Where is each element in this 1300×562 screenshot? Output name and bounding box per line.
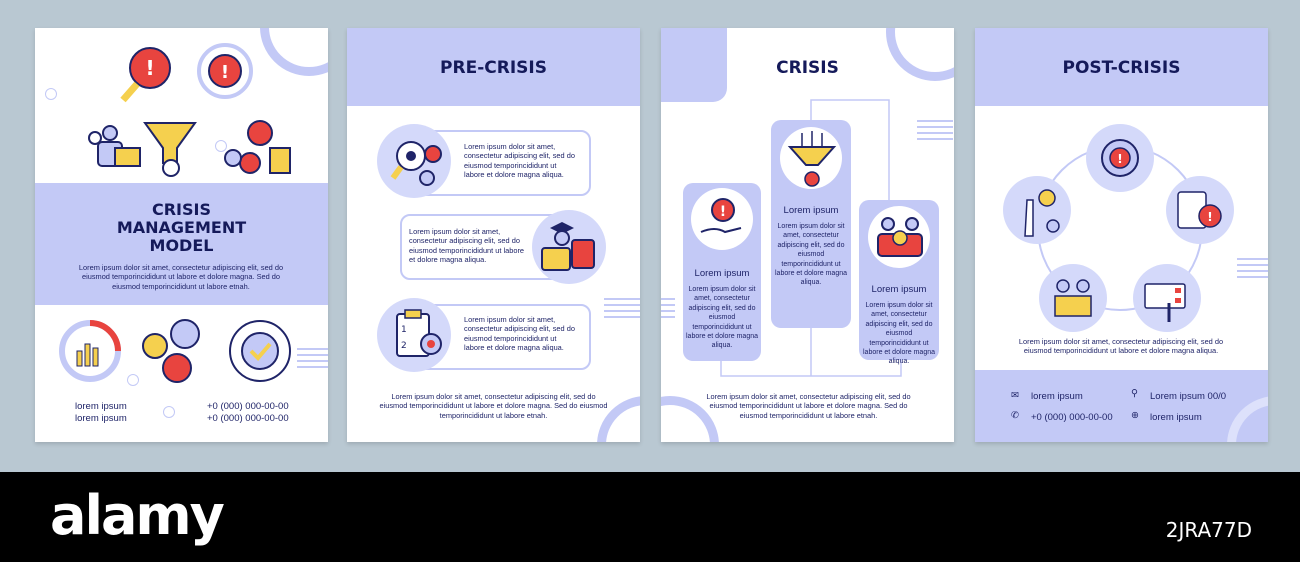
contact-web: lorem ipsum bbox=[1150, 412, 1202, 423]
decor-stripes bbox=[1237, 258, 1268, 280]
contact-phone-1: +0 (000) 000-00-00 bbox=[207, 401, 289, 412]
crisis-connector-lines bbox=[720, 99, 902, 377]
target-alert-icon: ! bbox=[197, 43, 253, 99]
gears-icon bbox=[224, 120, 291, 174]
decor-stripes bbox=[604, 298, 640, 320]
pre-crisis-title: PRE-CRISIS bbox=[440, 58, 547, 78]
eye-magnifier-icon bbox=[390, 141, 442, 186]
post-crisis-contact-band bbox=[975, 370, 1268, 442]
decor-dot bbox=[163, 406, 175, 418]
post-crisis-cycle: ! ! bbox=[1003, 124, 1234, 332]
watermark-brand: alamy bbox=[50, 484, 225, 547]
pre-crisis-page: PRE-CRISIS Lorem ipsum dolor sit amet, c… bbox=[347, 28, 640, 442]
crisis-icons-top: ! ! bbox=[88, 43, 291, 177]
cover-title-band bbox=[35, 183, 328, 305]
contact-email: lorem ipsum bbox=[1031, 391, 1083, 402]
clipboard-target-icon: 1 2 bbox=[396, 309, 442, 357]
checklist-alert-icon: ! bbox=[1166, 176, 1234, 244]
gears-check-icon bbox=[142, 319, 200, 383]
crisis-column-1-text: Lorem ipsum dolor sit amet, consectetur … bbox=[686, 286, 758, 350]
decor-stripes bbox=[661, 298, 675, 320]
svg-text:!: ! bbox=[145, 56, 154, 80]
pre-crisis-footer: Lorem ipsum dolor sit amet, consectetur … bbox=[379, 392, 608, 420]
contact-address: Lorem ipsum 00/0 bbox=[1150, 391, 1227, 402]
watermark-bar bbox=[0, 472, 1300, 562]
post-crisis-title: POST-CRISIS bbox=[1062, 58, 1181, 78]
pre-crisis-item-3-text: Lorem ipsum dolor sit amet, consectetur … bbox=[464, 315, 575, 353]
contact-phone-2: +0 (000) 000-00-00 bbox=[207, 413, 289, 424]
decor-stripes bbox=[917, 120, 953, 142]
svg-text:2: 2 bbox=[401, 341, 407, 351]
cover-title: CRISIS MANAGEMENT MODEL bbox=[116, 200, 247, 255]
svg-text:!: ! bbox=[1117, 152, 1122, 166]
hand-alert-icon: ! bbox=[700, 198, 742, 234]
crisis-column-2-heading: Lorem ipsum bbox=[783, 205, 839, 216]
svg-text:!: ! bbox=[1207, 210, 1212, 224]
teacher-student-icon bbox=[541, 222, 595, 271]
pre-crisis-item-1-text: Lorem ipsum dolor sit amet, consectetur … bbox=[464, 142, 575, 180]
decor-stripes bbox=[297, 348, 328, 370]
cover-intro: Lorem ipsum dolor sit amet, consectetur … bbox=[78, 263, 284, 291]
cycle-check-icon bbox=[229, 320, 291, 382]
crisis-corner-band-left bbox=[661, 28, 727, 102]
magnifier-alert-icon: ! bbox=[120, 47, 171, 103]
team-meeting-icon bbox=[1039, 264, 1107, 332]
crisis-column-2-text: Lorem ipsum dolor sit amet, consectetur … bbox=[775, 223, 847, 287]
decor-dot bbox=[45, 88, 57, 100]
crisis-column-3-heading: Lorem ipsum bbox=[871, 284, 927, 295]
crisis-title: CRISIS bbox=[776, 58, 839, 78]
crisis-column-1-heading: Lorem ipsum bbox=[694, 268, 750, 279]
pre-crisis-item-2-text: Lorem ipsum dolor sit amet, consectetur … bbox=[409, 227, 525, 265]
decor-dot bbox=[127, 374, 139, 386]
post-crisis-text: Lorem ipsum dolor sit amet, consectetur … bbox=[1018, 337, 1224, 356]
contact-left-2: lorem ipsum bbox=[75, 413, 127, 424]
crisis-column-3-text: Lorem ipsum dolor sit amet, consectetur … bbox=[863, 302, 935, 366]
location-pin-icon: ⚲ bbox=[1131, 388, 1138, 399]
team-idea-icon bbox=[877, 217, 923, 257]
phone-icon: ✆ bbox=[1011, 410, 1019, 421]
crisis-page: CRISIS ! Lorem ipsum Lorem ipsum dolor s… bbox=[661, 28, 954, 442]
decor-ring bbox=[975, 28, 1033, 86]
mail-icon: ✉ bbox=[1011, 390, 1019, 401]
chart-gauge-icon bbox=[59, 320, 121, 382]
decor-ring bbox=[886, 28, 954, 81]
pre-crisis-header-band bbox=[347, 28, 640, 106]
watermark-image-id: 2JRA77D bbox=[1165, 518, 1252, 542]
cover-page: ! ! CRISIS MANAGEMENT MODEL Lorem ipsum … bbox=[35, 28, 328, 442]
contact-left-1: lorem ipsum bbox=[75, 401, 127, 412]
idea-hand-icon bbox=[1003, 176, 1071, 244]
svg-text:!: ! bbox=[221, 62, 229, 83]
contact-phone: +0 (000) 000-00-00 bbox=[1031, 412, 1113, 423]
svg-text:1: 1 bbox=[401, 325, 407, 335]
gear-alert-icon: ! bbox=[1086, 124, 1154, 192]
globe-icon: ⊕ bbox=[1131, 410, 1139, 421]
crisis-footer: Lorem ipsum dolor sit amet, consectetur … bbox=[706, 392, 911, 420]
touch-screen-icon bbox=[1133, 264, 1201, 332]
crisis-icons-bottom bbox=[59, 319, 291, 383]
svg-text:!: ! bbox=[720, 204, 726, 220]
decor-dot bbox=[215, 140, 227, 152]
post-crisis-page: POST-CRISIS ! ! bbox=[975, 28, 1268, 442]
people-icon bbox=[88, 125, 141, 167]
funnel-alert-icon bbox=[787, 131, 837, 187]
funnel-icon bbox=[143, 122, 197, 177]
